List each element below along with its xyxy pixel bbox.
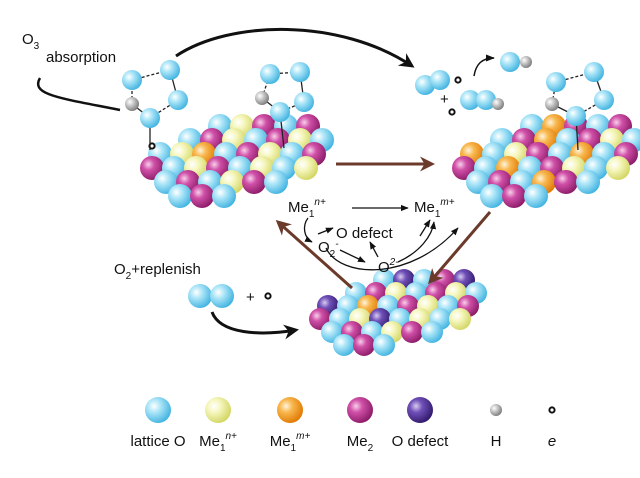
up-left-arrow-brown: [275, 220, 353, 290]
legend-label: Me1m+: [270, 431, 311, 454]
lattice-o-atom: [584, 62, 604, 82]
o-defect-label: O defect: [336, 225, 394, 242]
h-atom: [255, 91, 269, 105]
me-to-o2-arrow: [303, 217, 313, 243]
me1n-atom: [294, 156, 318, 180]
top-transfer-arrow: [175, 27, 415, 68]
lattice-o-atom: [160, 60, 180, 80]
ozone-label: O3: [22, 31, 40, 52]
lattice-o-atom: [140, 108, 160, 128]
lattice-o-atom: [576, 170, 600, 194]
legend-label: e: [548, 433, 556, 450]
release-arrow: [473, 54, 495, 77]
o2-replenish-label: O2+replenish: [114, 261, 201, 282]
o2-adsorbed-label: O2-: [318, 239, 339, 260]
o2-to-defect-arrow: [317, 227, 334, 235]
lattice-left: [140, 114, 334, 208]
lattice-o-atom: [476, 90, 496, 110]
lattice-o-atom: [260, 64, 280, 84]
h-atom: [490, 404, 502, 416]
me2-atom: [502, 184, 526, 208]
adsorbed-ozone-left-2: [255, 62, 314, 149]
legend-item-me1m: Me1m+: [270, 397, 311, 454]
lattice-o-atom: [524, 184, 548, 208]
lattice-o-atom: [212, 184, 236, 208]
lattice-o-atom: [460, 90, 480, 110]
legend-item-h: H: [490, 404, 502, 450]
replenish-arrow: [210, 311, 299, 340]
legend-label: Me1n+: [199, 431, 237, 454]
lattice-o-atom: [188, 284, 212, 308]
loop-arrow: [325, 227, 459, 271]
o2minus-to-me-arrow: [397, 221, 437, 263]
me1n-label: Me1n+: [288, 197, 326, 220]
adsorbed-ozone-right: [545, 62, 614, 151]
lattice-o-atom: [594, 90, 614, 110]
electron-dot: [548, 406, 556, 414]
electron-dot: [454, 76, 462, 84]
legend-item-lattice_o: lattice O: [130, 397, 186, 450]
down-right-arrow-brown: [428, 211, 492, 285]
lattice-o-atom: [421, 321, 443, 343]
me2-atom: [401, 321, 423, 343]
me2-atom: [353, 334, 375, 356]
me2-atom: [190, 184, 214, 208]
lattice-right: [452, 114, 640, 208]
me2-atom: [347, 397, 373, 423]
o2minus-label: O2-: [378, 257, 399, 276]
lattice-o-atom: [333, 334, 355, 356]
legend-item-o_defect: O defect: [392, 397, 450, 450]
adsorbed-ozone-left-1: [122, 60, 188, 150]
o2minus-to-defect-arrow: [369, 241, 379, 258]
legend-label: H: [491, 433, 502, 450]
lattice-o-atom: [294, 92, 314, 112]
lattice-o-atom: [373, 334, 395, 356]
defect-up-arrow: [419, 219, 431, 237]
legend-item-e: e: [548, 406, 556, 450]
lattice-o-atom: [122, 70, 142, 90]
lattice-o-atom: [566, 106, 586, 126]
lattice-o-atom: [480, 184, 504, 208]
electron-dot: [448, 108, 456, 116]
legend-label: Me2: [347, 433, 374, 454]
h-atom: [520, 56, 532, 68]
lattice-o-atom: [145, 397, 171, 423]
me2-atom: [242, 170, 266, 194]
me1n-atom: [606, 156, 630, 180]
lattice-o-atom: [500, 52, 520, 72]
me1n-atom: [449, 308, 471, 330]
lattice-o-atom: [290, 62, 310, 82]
me1n-atom: [205, 397, 231, 423]
ring-bond: [551, 81, 557, 105]
o2-to-o2minus-arrow: [339, 249, 366, 263]
lattice-o-atom: [430, 70, 450, 90]
lattice-bottom: [309, 269, 487, 356]
absorption-label: absorption: [46, 49, 116, 66]
lattice-o-atom: [168, 90, 188, 110]
product-molecules: +: [415, 52, 532, 116]
me1m-label: Me1m+: [414, 197, 455, 220]
me1m-atom: [277, 397, 303, 423]
lattice-o-atom: [546, 72, 566, 92]
lattice-o-atom: [270, 102, 290, 122]
h-atom: [545, 97, 559, 111]
legend-item-me1n: Me1n+: [199, 397, 237, 454]
o2-replenish-molecule: +: [188, 284, 272, 308]
legend-label: O defect: [392, 433, 450, 450]
lattice-o-atom: [210, 284, 234, 308]
me2-atom: [554, 170, 578, 194]
absorption-arrow: [37, 77, 121, 112]
h-atom: [492, 98, 504, 110]
plus-sign: +: [440, 91, 449, 108]
lattice-o-atom: [168, 184, 192, 208]
plus-sign: +: [246, 289, 255, 306]
lattice-o-atom: [264, 170, 288, 194]
h-atom: [125, 97, 139, 111]
legend-item-me2: Me2: [347, 397, 374, 454]
electron-dot: [264, 292, 272, 300]
legend-label: lattice O: [130, 433, 185, 450]
o-defect-atom: [407, 397, 433, 423]
